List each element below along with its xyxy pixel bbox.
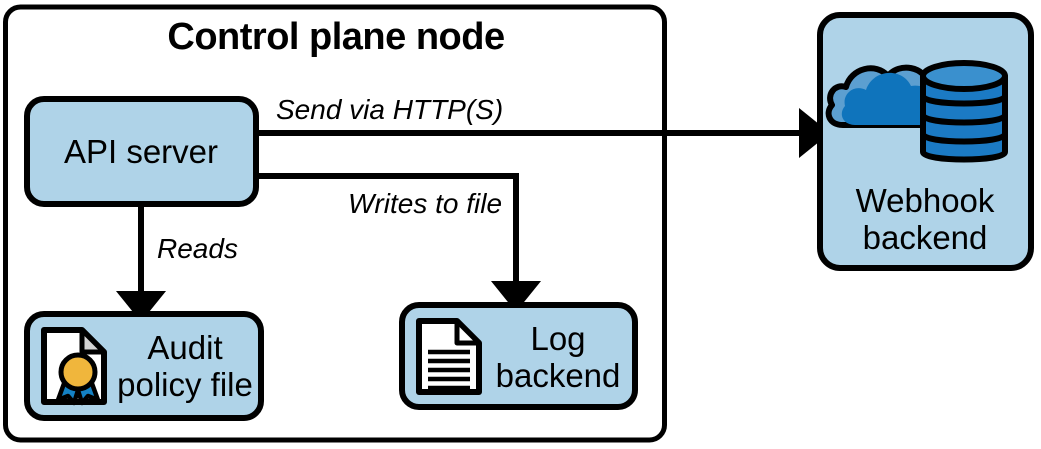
document-seal-icon-medal [58, 352, 98, 392]
edge-reads-label: Reads [157, 233, 238, 264]
cloud-database-icon-cloud-front [841, 72, 936, 125]
node-api-server-box[interactable] [24, 96, 259, 207]
document-lines-icon [416, 318, 482, 395]
edge-writes-to-file: Writes to file [256, 173, 542, 312]
node-log-backend-label-line1: Log [530, 320, 585, 357]
cloud-database-icon-db-ring-3 [920, 131, 1008, 145]
node-audit-policy-file[interactable]: Audit policy file [24, 311, 264, 421]
node-api-server-label: API server [64, 133, 218, 170]
control-plane-node-title: Control plane node [167, 16, 504, 58]
document-lines-icon-fold [454, 318, 482, 346]
document-seal-icon-fold [79, 327, 107, 355]
node-api-server[interactable]: API server [24, 96, 259, 207]
cloud-database-icon-db-top [920, 60, 1008, 92]
node-webhook-backend-label-line2: backend [863, 219, 988, 256]
edge-writes-to-file-line [256, 173, 542, 312]
edge-send-via-https-label: Send via HTTP(S) [276, 94, 503, 125]
edge-reads: Reads [115, 205, 238, 322]
node-audit-policy-file-label-line2: policy file [117, 366, 253, 403]
edge-writes-to-file-label: Writes to file [348, 188, 502, 219]
cloud-database-icon-database [920, 60, 1008, 163]
node-webhook-backend[interactable]: Webhook backend [817, 12, 1034, 271]
edge-send-via-https: Send via HTTP(S) [256, 94, 830, 159]
node-audit-policy-file-label-line1: Audit [147, 329, 222, 366]
cloud-database-icon-db-ring-2 [920, 112, 1008, 126]
cloud-database-icon-db-ring-1 [920, 93, 1008, 107]
cloud-database-icon [825, 60, 1008, 163]
node-log-backend[interactable]: Log backend [399, 302, 638, 410]
node-log-backend-label-line2: backend [496, 357, 621, 394]
node-webhook-backend-label-line1: Webhook [856, 182, 995, 219]
document-seal-icon [41, 327, 107, 406]
